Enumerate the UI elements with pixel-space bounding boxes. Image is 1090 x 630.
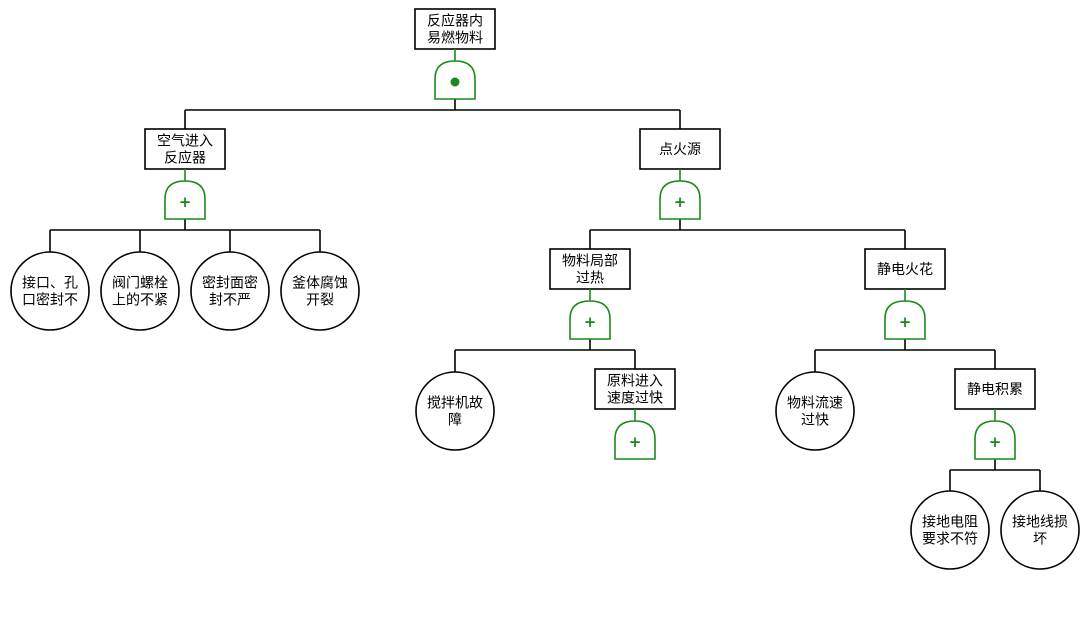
node-label-line: 要求不符 — [922, 532, 978, 548]
basic-event-circle — [190, 251, 270, 331]
node-label-line: 开裂 — [306, 293, 334, 309]
basic-event-circle — [280, 251, 360, 331]
event-box — [864, 248, 946, 290]
node-label-line: 静电火花 — [877, 262, 933, 278]
node-label-line: 密封面密 — [202, 275, 258, 292]
node-label-line: 过快 — [801, 413, 829, 429]
event-box — [594, 368, 676, 410]
node-label-line: 接地线损 — [1012, 514, 1068, 531]
and-gate-icon — [434, 49, 476, 100]
basic-event-circle — [1000, 490, 1080, 570]
node-label-line: 口密封不 — [22, 292, 78, 309]
node-label-line: 反应器 — [164, 150, 206, 167]
node-label-line: 封不严 — [209, 293, 251, 309]
edges-layer — [49, 99, 1041, 491]
or-plus-icon: + — [584, 313, 597, 331]
node-label-line: 反应器内 — [427, 13, 483, 30]
basic-event-circle — [415, 371, 495, 451]
or-plus-icon: + — [674, 193, 687, 211]
gate-shape — [164, 180, 206, 220]
gate-shape — [614, 420, 656, 460]
node-label-line: 坏 — [1033, 532, 1047, 548]
basic-event-circle — [775, 371, 855, 451]
or-plus-icon: + — [899, 313, 912, 331]
gate-shape — [884, 300, 926, 340]
node-label-line: 接口、孔 — [22, 275, 78, 292]
node-label-line: 障 — [448, 413, 462, 429]
node-label-line: 物料局部 — [562, 254, 618, 270]
node-label-line: 原料进入 — [607, 374, 663, 390]
or-gate-icon: + — [614, 409, 656, 460]
basic-event-circle — [910, 490, 990, 570]
or-gate-icon: + — [884, 289, 926, 340]
event-node-accum: 静电积累 — [954, 368, 1036, 410]
node-label-line: 物料流速 — [787, 396, 843, 412]
or-gate-icon: + — [569, 289, 611, 340]
node-label-line: 速度过快 — [607, 391, 663, 407]
gate-shape — [569, 300, 611, 340]
event-box — [549, 248, 631, 290]
or-plus-icon: + — [179, 193, 192, 211]
event-node-spark: 静电火花 — [864, 248, 946, 290]
gate-shape — [974, 420, 1016, 460]
and-dot-icon — [450, 77, 460, 87]
or-gate-icon: + — [659, 169, 701, 220]
node-label-line: 搅拌机故 — [427, 396, 483, 412]
or-plus-icon: + — [629, 433, 642, 451]
node-label-line: 釜体腐蚀 — [292, 275, 348, 292]
node-label-line: 静电积累 — [967, 382, 1023, 398]
node-label-line: 上的不紧 — [112, 293, 168, 309]
or-gate-icon: + — [164, 169, 206, 220]
event-node-ign: 点火源 — [639, 128, 721, 170]
basic-event-circle — [10, 251, 90, 331]
or-gate-icon: + — [974, 409, 1016, 460]
or-plus-icon: + — [989, 433, 1002, 451]
gate-shape — [659, 180, 701, 220]
node-label-line: 阀门螺栓 — [112, 276, 168, 292]
event-box — [144, 128, 226, 170]
event-box — [639, 128, 721, 170]
node-label-line: 点火源 — [659, 142, 701, 158]
node-label-line: 空气进入 — [157, 134, 213, 150]
node-label-line: 过热 — [576, 271, 604, 287]
node-label-line: 易燃物料 — [427, 30, 483, 47]
basic-event-circle — [100, 251, 180, 331]
node-label-line: 接地电阻 — [922, 514, 978, 531]
nodes-layer: 反应器内易燃物料空气进入反应器+点火源+接口、孔口密封不阀门螺栓上的不紧密封面密… — [10, 8, 1080, 570]
